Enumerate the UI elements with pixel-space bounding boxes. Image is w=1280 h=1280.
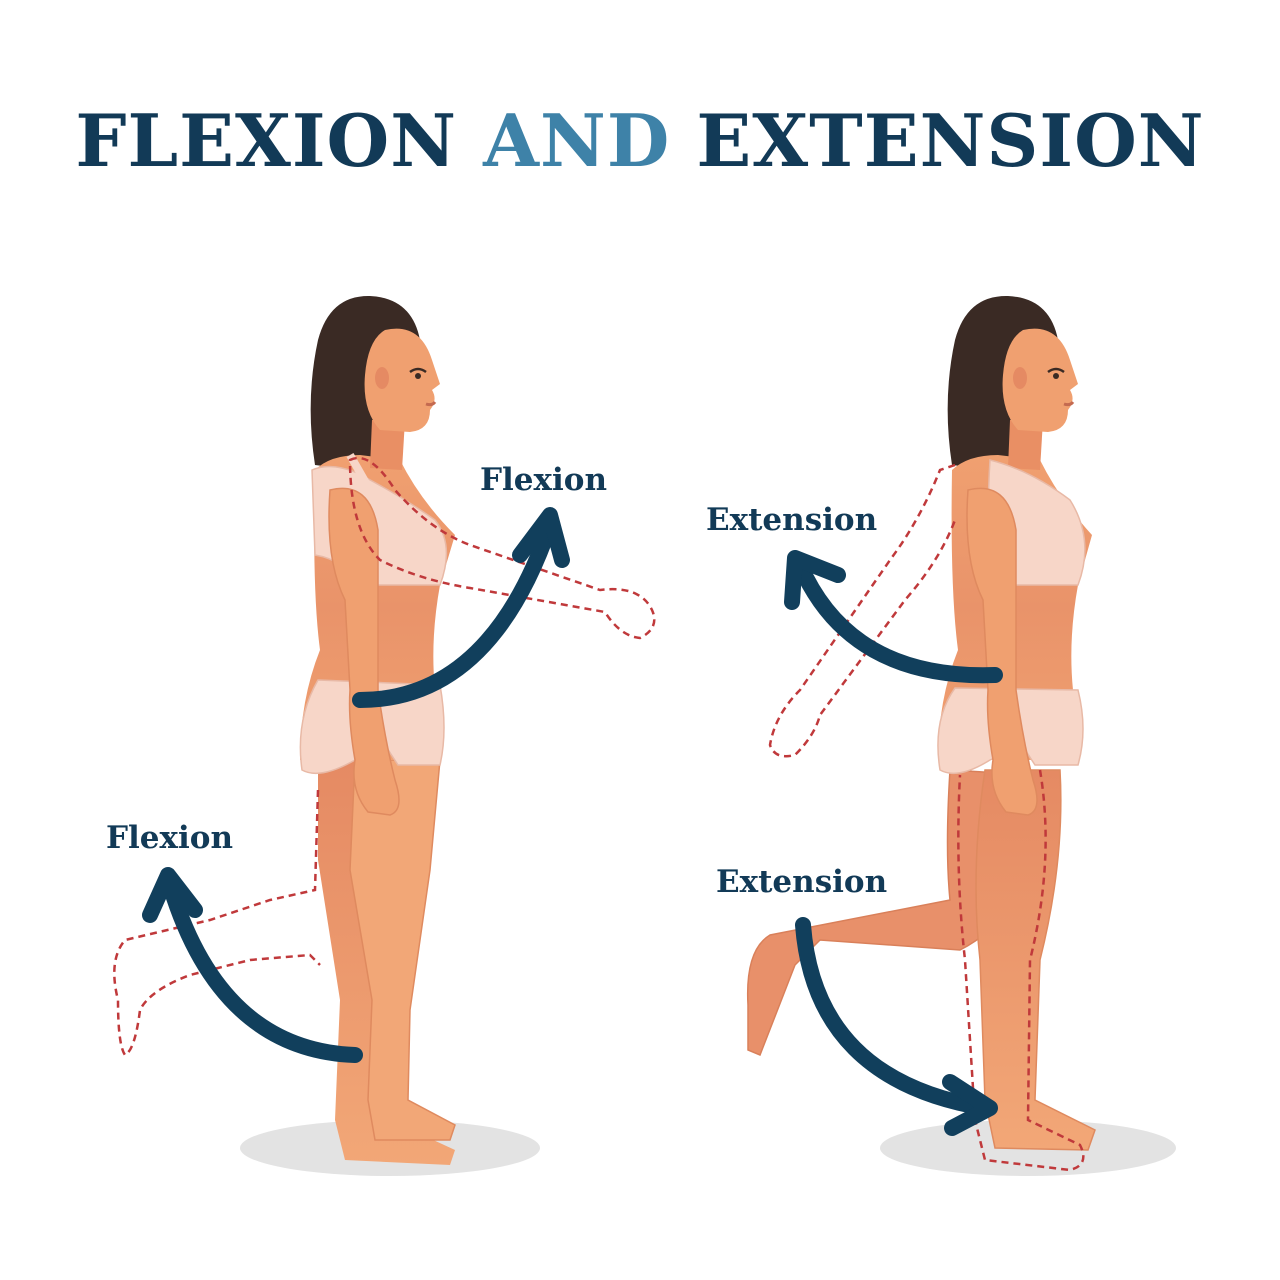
left-arm-arrowhead-icon [512,507,570,568]
left-ear [375,367,389,389]
right-neck [1008,420,1043,470]
right-arm-arrowhead-icon [784,550,846,610]
right-standing-leg [975,769,1096,1151]
left-neck [370,420,405,470]
left-eye-icon [409,367,427,374]
right-lips [1063,401,1075,407]
page-title: FLEXION AND EXTENSION [0,98,1280,183]
right-face [1002,328,1078,432]
left-leg-flexed-outline [113,789,321,1057]
left-figure [113,295,656,1176]
right-figure [746,295,1176,1176]
left-lips [425,401,437,407]
left-leg-arrow-icon [162,877,363,1063]
left-front-leg [349,759,456,1141]
title-word-flexion: FLEXION [75,98,458,183]
left-arm-arrow-icon [352,517,558,708]
label-leg-flexion: Flexion [106,820,233,856]
left-bra-strap [346,453,394,527]
right-arm-arrow-icon [792,557,1003,684]
label-leg-extension: Extension [716,864,888,900]
right-leg-arrowhead-icon [942,1074,998,1136]
left-arm-flexed-outline [348,456,656,640]
left-face [364,328,440,432]
left-arm [328,487,400,816]
right-leg-arrow-icon [795,917,993,1116]
right-eye-icon [1047,367,1065,374]
right-arm [966,487,1038,816]
title-word-extension: EXTENSION [696,98,1205,183]
left-eye-pupil [415,373,421,379]
right-arm-extended-outline [768,463,957,758]
right-leg-outline [957,769,1085,1172]
label-arm-extension: Extension [706,502,878,538]
label-arm-flexion: Flexion [480,462,607,498]
title-word-and: AND [483,98,671,183]
right-ear [1013,367,1027,389]
right-eye-pupil [1053,373,1059,379]
left-leg-arrowhead-icon [142,867,203,923]
